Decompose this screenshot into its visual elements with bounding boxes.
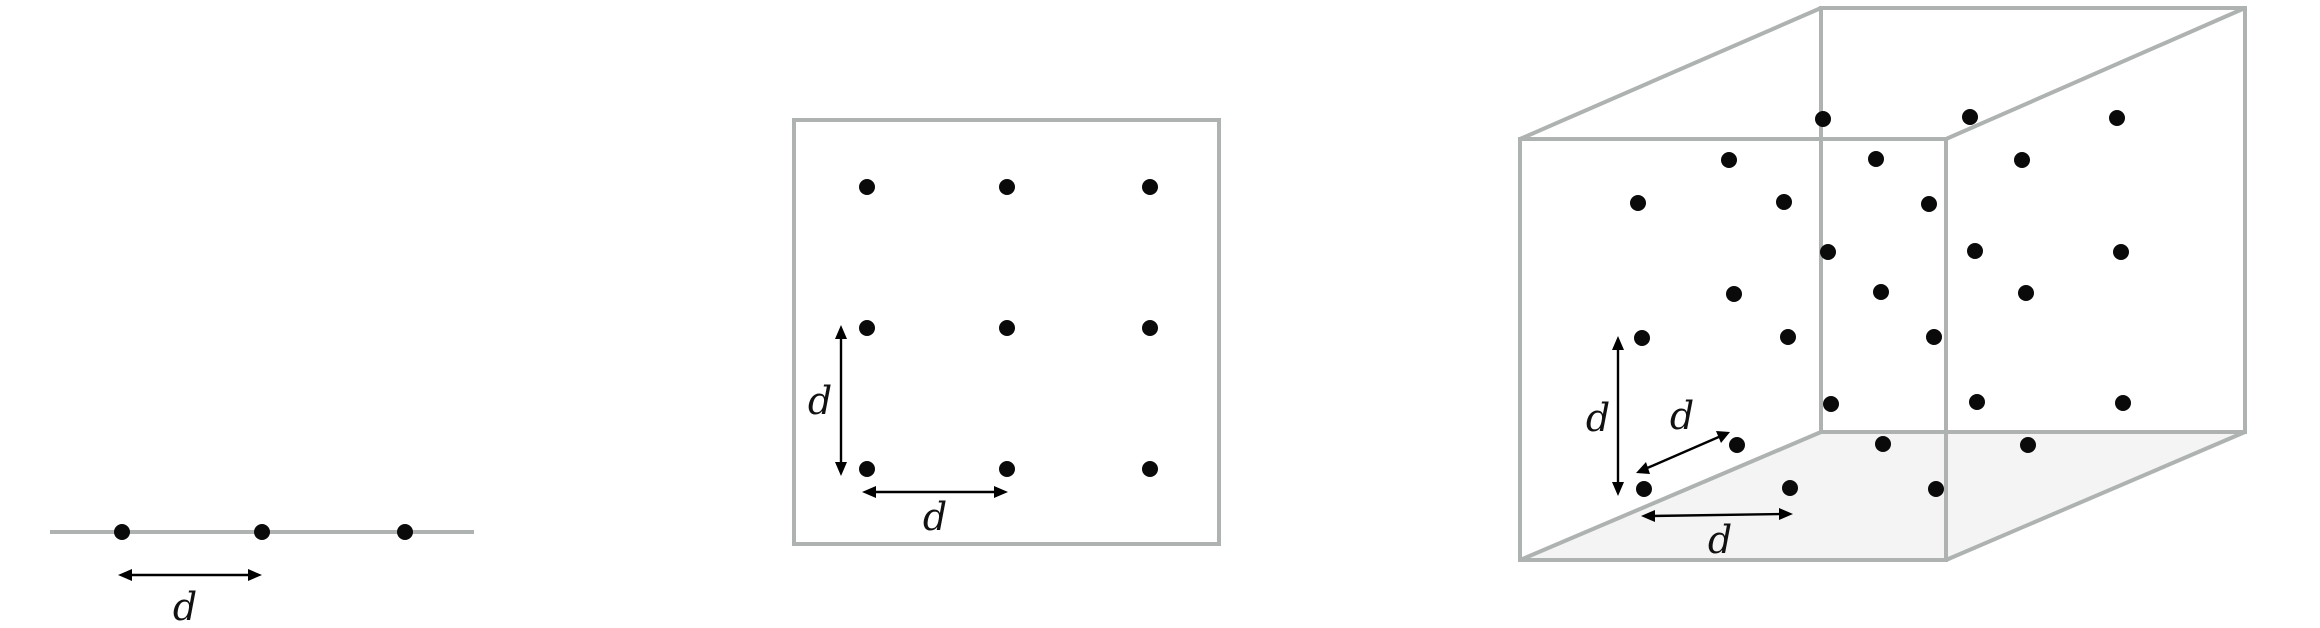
horizontal-spacing-label: d [1708, 518, 1732, 562]
vertical-spacing-label: d [808, 379, 832, 423]
cube-edge [1945, 430, 2246, 562]
lattice-point [1729, 437, 1745, 453]
lattice-point [1823, 396, 1839, 412]
horizontal-spacing-arrow [862, 486, 1008, 498]
lattice-point [1630, 195, 1646, 211]
cube-frame [1518, 6, 2247, 562]
lattice-point [1926, 329, 1942, 345]
panel-1d-lattice: d [50, 524, 474, 628]
horizontal-spacing-arrow [1641, 508, 1793, 522]
lattice-point [1921, 196, 1937, 212]
depth-spacing-arrow [1636, 431, 1730, 474]
spacing-label: d [173, 585, 197, 628]
lattice-point [397, 524, 413, 540]
lattice-point [2109, 110, 2125, 126]
lattice-point [999, 461, 1015, 477]
depth-spacing-label: d [1670, 394, 1694, 438]
lattice-point [1868, 151, 1884, 167]
lattice-point [859, 461, 875, 477]
lattice-points [859, 179, 1158, 477]
front-face [1518, 137, 1948, 562]
lattice-point [1815, 111, 1831, 127]
square-frame [792, 118, 1221, 546]
cube-edge [1519, 430, 1822, 562]
lattice-point [1634, 330, 1650, 346]
lattice-point [999, 179, 1015, 195]
lattice-point [1780, 329, 1796, 345]
lattice-point [2018, 285, 2034, 301]
lattice-point [1142, 320, 1158, 336]
lattice-point [2020, 437, 2036, 453]
lattice-point [1873, 284, 1889, 300]
lattice-point [1969, 394, 1985, 410]
spacing-arrow [118, 569, 262, 581]
lattice-point [859, 320, 875, 336]
lattice-point [1967, 243, 1983, 259]
lattice-point [2113, 244, 2129, 260]
panel-3d-lattice: d d d [1518, 6, 2247, 562]
vertical-spacing-label: d [1586, 396, 1610, 440]
cube-edge [1519, 6, 1822, 141]
lattice-point [114, 524, 130, 540]
cube-edge [1945, 6, 2246, 141]
vertical-spacing-arrow [835, 325, 847, 476]
vertical-spacing-arrow [1612, 336, 1624, 496]
lattice-points [1630, 109, 2131, 497]
lattice-point [1726, 286, 1742, 302]
lattice-point [1928, 481, 1944, 497]
back-face [1819, 6, 2247, 434]
lattice-point [1875, 436, 1891, 452]
lattice-point [254, 524, 270, 540]
panel-2d-lattice: d d [792, 118, 1221, 546]
lattice-point [1721, 152, 1737, 168]
cube-floor [1520, 432, 2245, 560]
lattice-point [859, 179, 875, 195]
lattice-point [1782, 480, 1798, 496]
lattice-point [1636, 481, 1652, 497]
lattice-point [1820, 244, 1836, 260]
horizontal-spacing-label: d [923, 495, 947, 539]
lattice-point [2115, 395, 2131, 411]
lattice-point [1142, 179, 1158, 195]
lattice-point [1142, 461, 1158, 477]
lattice-point [1776, 194, 1792, 210]
lattice-point [1962, 109, 1978, 125]
lattice-point [2014, 152, 2030, 168]
lattice-point [999, 320, 1015, 336]
